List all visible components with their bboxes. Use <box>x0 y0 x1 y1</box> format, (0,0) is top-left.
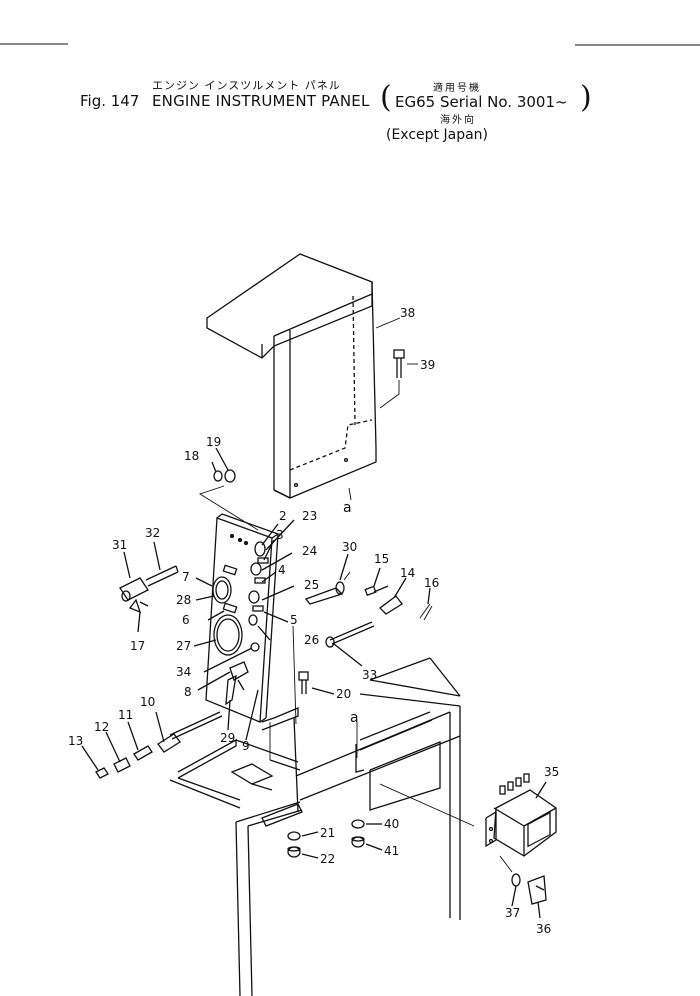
callout-33: 33 <box>362 668 377 682</box>
panel-bracket <box>261 707 299 731</box>
panel-cover-38 <box>206 253 377 499</box>
control-cable-33 <box>325 621 375 648</box>
callout-4: 4 <box>278 563 286 577</box>
cable-connector-31 <box>119 565 179 614</box>
callout-14: 14 <box>400 566 415 580</box>
callout-32: 32 <box>145 526 160 540</box>
relay-box-35 <box>485 773 557 857</box>
callout-20: 20 <box>336 687 351 701</box>
callout-39: 39 <box>420 358 435 372</box>
callout-8: 8 <box>184 685 192 699</box>
bracket-14-bolt-15-pin-16 <box>364 585 433 621</box>
callout-6: 6 <box>182 613 190 627</box>
model-serial-range: EG65 Serial No. 3001~ <box>395 93 568 111</box>
callout-labels: 38 39 19 18 a 2 23 32 3 31 30 24 15 4 7 … <box>68 306 559 936</box>
callout-30: 30 <box>342 540 357 554</box>
callout-10: 10 <box>140 695 155 709</box>
callout-12: 12 <box>94 720 109 734</box>
callout-11: 11 <box>118 708 133 722</box>
callout-26: 26 <box>304 633 319 647</box>
callout-22: 22 <box>320 852 335 866</box>
switch-30 <box>304 571 351 605</box>
japanese-applicable-label: 適用号機 <box>433 83 481 94</box>
callout-41: 41 <box>384 844 399 858</box>
callout-17: 17 <box>130 639 145 653</box>
ref-a-top: a <box>343 500 352 516</box>
callout-2: 2 <box>279 509 287 523</box>
callout-37: 37 <box>505 906 520 920</box>
right-bracket: ) <box>580 80 592 115</box>
callout-15: 15 <box>374 552 389 566</box>
instrument-panel-plate <box>205 513 279 723</box>
callout-24: 24 <box>302 544 317 558</box>
callout-27: 27 <box>176 639 191 653</box>
washer-21-nut-22 <box>287 831 301 858</box>
callout-40: 40 <box>384 817 399 831</box>
callout-36: 36 <box>536 922 551 936</box>
callout-3: 3 <box>276 528 284 542</box>
page-title: ENGINE INSTRUMENT PANEL <box>152 92 370 110</box>
callout-13: 13 <box>68 734 83 748</box>
leader-lines <box>81 447 547 919</box>
callout-38: 38 <box>400 306 415 320</box>
callout-21: 21 <box>320 826 335 840</box>
figure-number: Fig. 147 <box>80 92 140 110</box>
leader-38 <box>375 317 401 329</box>
callout-29: 29 <box>220 731 235 745</box>
washer-40-nut-41 <box>351 819 365 848</box>
callout-9: 9 <box>242 739 250 753</box>
callout-5: 5 <box>290 613 298 627</box>
key-switch-29 <box>225 661 249 706</box>
callout-23: 23 <box>302 509 317 523</box>
callout-7: 7 <box>182 570 190 584</box>
callout-35: 35 <box>544 765 559 779</box>
callout-34: 34 <box>176 665 191 679</box>
washer-37-bolt-36 <box>511 873 547 905</box>
callout-28: 28 <box>176 593 191 607</box>
throttle-cable-assembly <box>95 711 223 779</box>
callout-16: 16 <box>424 576 439 590</box>
callout-25: 25 <box>304 578 319 592</box>
japanese-title: エンジン インスツルメント パネル <box>152 79 341 92</box>
ref-a-bottom: a <box>350 710 359 726</box>
callout-31: 31 <box>112 538 127 552</box>
callout-18: 18 <box>184 449 199 463</box>
washer-18-nut-19 <box>198 469 259 531</box>
left-bracket: ( <box>380 80 392 115</box>
bolt-20 <box>298 671 309 694</box>
region-note: (Except Japan) <box>386 127 488 143</box>
engine-frame <box>169 657 475 996</box>
bolt-39 <box>379 349 418 409</box>
callout-19: 19 <box>206 435 221 449</box>
japanese-overseas-label: 海外向 <box>440 115 476 126</box>
